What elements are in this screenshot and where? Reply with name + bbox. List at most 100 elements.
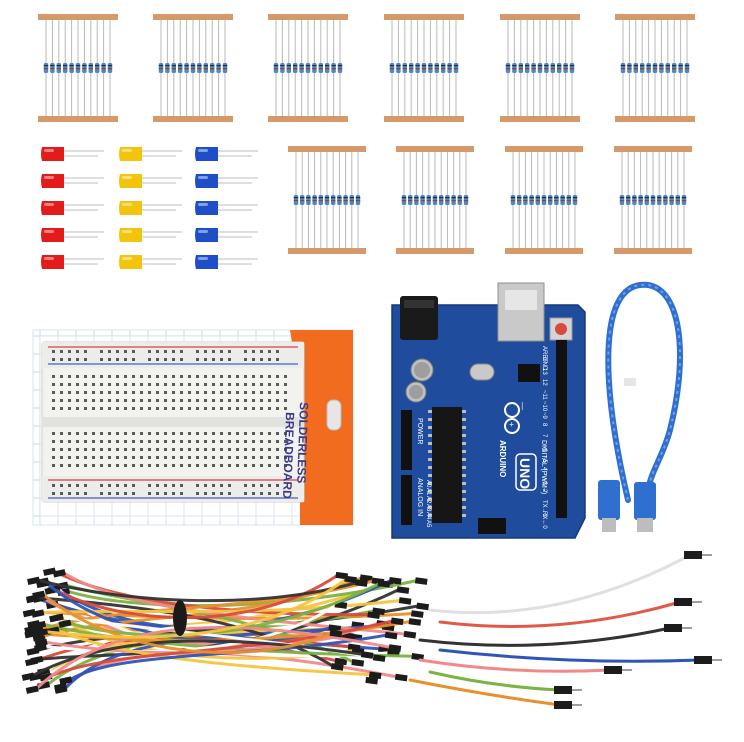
resistor-band xyxy=(389,68,395,70)
resistor-band xyxy=(95,65,100,67)
hole xyxy=(228,391,231,394)
resistor-band xyxy=(305,68,311,70)
wire-pin-end xyxy=(329,629,343,638)
breadboard-label-line2: BREADBOARD xyxy=(280,412,297,499)
resistor-band xyxy=(355,200,361,202)
hole xyxy=(244,350,247,353)
resistor-band xyxy=(505,65,511,67)
tape-top xyxy=(614,146,692,152)
resistor-band xyxy=(165,65,170,67)
pin-label: ~9 xyxy=(541,412,547,420)
resistor-pack xyxy=(505,146,583,254)
resistor-band xyxy=(273,65,279,67)
resistor-band xyxy=(678,68,683,70)
resistor-band xyxy=(426,200,431,202)
resistor-band xyxy=(633,68,638,70)
hole xyxy=(108,375,111,378)
hole xyxy=(212,440,215,443)
resistor-band xyxy=(517,200,522,202)
resistor-band xyxy=(518,68,523,70)
led xyxy=(195,255,258,269)
hole xyxy=(156,407,159,410)
hole xyxy=(140,399,143,402)
chip-pin xyxy=(428,458,432,461)
resistor-band xyxy=(312,65,317,67)
led xyxy=(195,228,258,242)
resistor-band xyxy=(286,68,291,70)
hole xyxy=(228,399,231,402)
hole xyxy=(212,350,215,353)
chip-pin xyxy=(462,506,466,509)
hole xyxy=(180,358,183,361)
hole xyxy=(236,448,239,451)
hole xyxy=(156,391,159,394)
led-body xyxy=(41,255,64,269)
hole xyxy=(52,456,55,459)
hole xyxy=(140,407,143,410)
hole xyxy=(212,407,215,410)
resistor-band xyxy=(675,197,680,199)
chip-pin xyxy=(428,474,432,477)
hole xyxy=(252,375,255,378)
hole xyxy=(60,484,63,487)
wire-pin-end xyxy=(365,676,379,685)
resistor-band xyxy=(451,197,456,199)
hole xyxy=(68,407,71,410)
hole xyxy=(252,358,255,361)
hole xyxy=(204,358,207,361)
led-highlight xyxy=(122,257,132,260)
wire-pin-end xyxy=(604,666,622,674)
resistor-pack xyxy=(38,14,118,122)
hole xyxy=(244,399,247,402)
led xyxy=(119,228,182,242)
resistor-band xyxy=(280,68,285,70)
hole xyxy=(124,391,127,394)
chip-pin xyxy=(462,410,466,413)
hole xyxy=(68,399,71,402)
hole xyxy=(236,407,239,410)
hole xyxy=(260,464,263,467)
wire-pin-end xyxy=(416,602,430,611)
led-highlight xyxy=(44,257,54,260)
hole xyxy=(156,492,159,495)
hole xyxy=(284,407,287,410)
hole xyxy=(236,375,239,378)
hole xyxy=(100,350,103,353)
wire-pin-end xyxy=(54,685,68,694)
hole xyxy=(196,350,199,353)
hole xyxy=(220,464,223,467)
hole xyxy=(52,391,55,394)
hole xyxy=(180,399,183,402)
resistor-band xyxy=(512,68,517,70)
tape-top xyxy=(505,146,583,152)
hole xyxy=(76,448,79,451)
resistor-band xyxy=(197,68,202,70)
wire-pin-end xyxy=(27,576,41,585)
hole xyxy=(116,391,119,394)
hole xyxy=(60,383,63,386)
led-highlight xyxy=(198,149,208,152)
hole xyxy=(76,383,79,386)
hole xyxy=(244,407,247,410)
arduino-logo-text: ARDUINO xyxy=(498,440,507,477)
hole xyxy=(220,484,223,487)
resistor-band xyxy=(396,65,401,67)
hole xyxy=(100,440,103,443)
resistor-band xyxy=(414,200,419,202)
resistor-band xyxy=(563,68,568,70)
pin-label: 7 xyxy=(541,434,547,438)
hole xyxy=(132,383,135,386)
resistor-band xyxy=(684,65,690,67)
hole xyxy=(76,350,79,353)
resistor-band xyxy=(63,65,68,67)
wire-pin-end xyxy=(372,654,386,662)
led xyxy=(41,255,104,269)
led-body xyxy=(119,201,142,215)
resistor-band xyxy=(300,200,305,202)
resistor-band xyxy=(318,197,323,199)
pin-label: AREF xyxy=(541,346,547,362)
wire-insulation xyxy=(34,626,393,691)
hole xyxy=(188,432,191,435)
led xyxy=(41,201,104,215)
hole xyxy=(260,492,263,495)
